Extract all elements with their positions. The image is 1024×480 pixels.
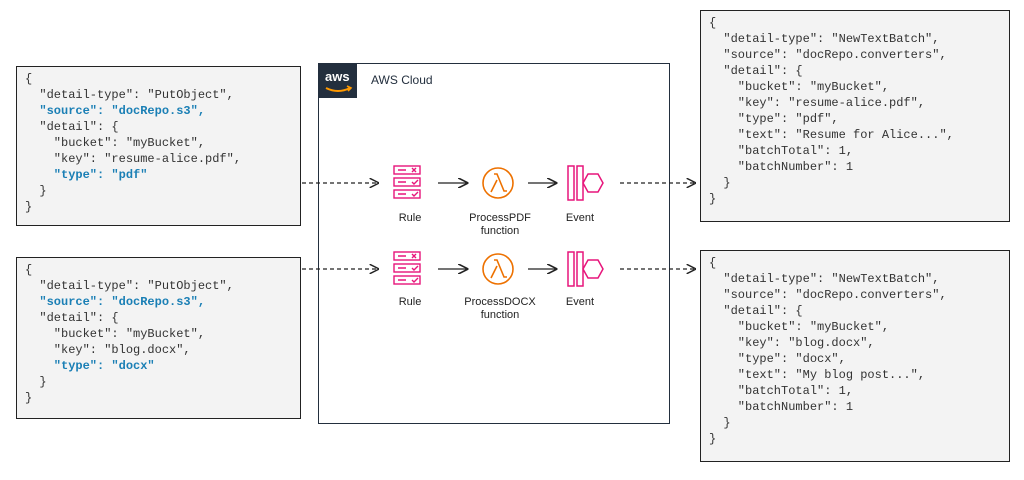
code-line: "bucket": "myBucket", <box>25 327 206 341</box>
code-line: { <box>709 256 717 270</box>
code-line: "detail": { <box>709 64 803 78</box>
rule-label-1: Rule <box>398 212 422 224</box>
aws-smile-icon <box>325 85 353 92</box>
code-line: } <box>25 391 33 405</box>
code-line: "batchNumber": 1 <box>709 160 854 174</box>
code-line: { <box>25 263 33 277</box>
aws-logo-text: aws <box>325 69 350 84</box>
aws-logo: aws <box>319 64 357 98</box>
code-line: "type": "pdf" <box>25 168 148 182</box>
eventbridge-event-icon <box>567 165 604 201</box>
code-line: "batchNumber": 1 <box>709 400 854 414</box>
code-line: "key": "blog.docx", <box>709 336 875 350</box>
code-line: "type": "docx", <box>709 352 846 366</box>
code-line: "key": "blog.docx", <box>25 343 191 357</box>
code-line: "bucket": "myBucket", <box>709 80 890 94</box>
function-suffix: function <box>480 309 520 321</box>
code-line: "text": "Resume for Alice...", <box>709 128 954 142</box>
lambda-icon <box>482 167 514 199</box>
function-label-1: ProcessPDF function <box>455 212 545 238</box>
code-line: } <box>709 176 731 190</box>
code-line: "source": "docRepo.s3", <box>25 295 206 309</box>
code-line: "detail-type": "PutObject", <box>25 279 234 293</box>
output-event-pdf: { "detail-type": "NewTextBatch", "source… <box>700 10 1010 222</box>
code-line: { <box>25 72 33 86</box>
code-line: } <box>25 375 47 389</box>
code-line: } <box>709 432 717 446</box>
code-line: "key": "resume-alice.pdf", <box>709 96 926 110</box>
code-line: "source": "docRepo.converters", <box>709 48 947 62</box>
eventbridge-event-icon <box>567 251 604 287</box>
rule-label-2: Rule <box>398 296 422 308</box>
code-line: } <box>709 416 731 430</box>
code-line: "type": "docx" <box>25 359 155 373</box>
function-name: ProcessDOCX <box>464 296 536 308</box>
code-line: "batchTotal": 1, <box>709 384 854 398</box>
code-line: "source": "docRepo.s3", <box>25 104 206 118</box>
code-line: "detail": { <box>25 311 119 325</box>
function-label-2: ProcessDOCX function <box>450 296 550 322</box>
code-line: "source": "docRepo.converters", <box>709 288 947 302</box>
eventbridge-rule-icon <box>393 251 421 285</box>
function-name: ProcessPDF <box>469 212 531 224</box>
code-line: "detail": { <box>709 304 803 318</box>
code-line: "detail": { <box>25 120 119 134</box>
output-event-docx: { "detail-type": "NewTextBatch", "source… <box>700 250 1010 462</box>
function-suffix: function <box>480 225 520 237</box>
input-event-pdf: { "detail-type": "PutObject", "source": … <box>16 66 301 226</box>
code-line: } <box>25 200 33 214</box>
lambda-icon <box>482 253 514 285</box>
code-line: "bucket": "myBucket", <box>709 320 890 334</box>
cloud-title: AWS Cloud <box>371 73 433 87</box>
code-line: "detail-type": "NewTextBatch", <box>709 272 940 286</box>
code-line: "detail-type": "NewTextBatch", <box>709 32 940 46</box>
code-line: "detail-type": "PutObject", <box>25 88 234 102</box>
code-line: } <box>25 184 47 198</box>
code-line: { <box>709 16 717 30</box>
code-line: "key": "resume-alice.pdf", <box>25 152 242 166</box>
input-event-docx: { "detail-type": "PutObject", "source": … <box>16 257 301 419</box>
eventbridge-rule-icon <box>393 165 421 199</box>
code-line: "batchTotal": 1, <box>709 144 854 158</box>
event-label-2: Event <box>565 296 595 308</box>
code-line: } <box>709 192 717 206</box>
code-line: "bucket": "myBucket", <box>25 136 206 150</box>
aws-cloud-container: aws AWS Cloud <box>318 63 670 424</box>
code-line: "type": "pdf", <box>709 112 839 126</box>
code-line: "text": "My blog post...", <box>709 368 926 382</box>
event-label-1: Event <box>565 212 595 224</box>
